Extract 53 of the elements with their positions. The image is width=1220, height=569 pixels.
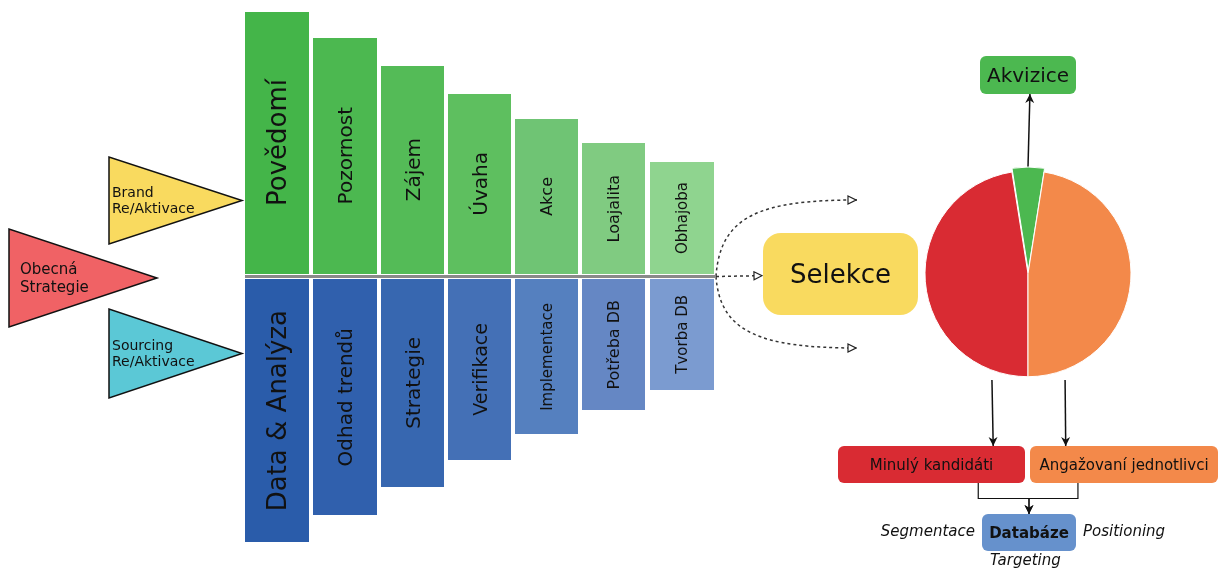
stage-label: Verifikace [468, 323, 491, 416]
stage-label: Pozornost [333, 107, 357, 205]
segment-box: Angažovaní jednotlivci [1030, 446, 1218, 483]
pie-slice [1011, 167, 1045, 271]
stage-label: Potřeba DB [604, 299, 623, 390]
funnel-bar [381, 66, 444, 274]
funnel-bar [650, 279, 714, 390]
side-label: Segmentace [880, 522, 975, 540]
stage-label: Odhad trendů [333, 327, 357, 467]
funnel-bar [313, 279, 377, 515]
funnel-bar [448, 279, 511, 460]
strategy-triangle [8, 228, 158, 328]
funnel-bar [582, 143, 645, 274]
stage-label: Loajalita [604, 174, 623, 243]
process-box: Selekce [763, 233, 918, 315]
side-label: Targeting [990, 551, 1061, 569]
pie-slice [1028, 172, 1131, 377]
stage-label: Obhajoba [673, 181, 691, 255]
strategy-label: Brand Re/Aktivace [112, 183, 196, 218]
arrow [988, 379, 998, 447]
stage-label: Úvaha [467, 152, 492, 216]
arrow [1024, 482, 1079, 515]
pie-slice [925, 172, 1028, 377]
funnel-bar [381, 279, 444, 487]
funnel-bar [515, 279, 578, 434]
stage-label: Povědomí [262, 79, 292, 207]
funnel-bar [313, 38, 377, 274]
side-label: Positioning [1083, 522, 1166, 540]
funnel-bar [582, 279, 645, 410]
strategy-label: Obecná Strategie [20, 260, 90, 296]
strategy-triangle [108, 308, 243, 399]
database-box: Databáze [982, 514, 1076, 551]
arrow [1061, 379, 1071, 447]
stage-label: Akce [537, 177, 556, 216]
stage-label: Tvorba DB [673, 295, 691, 374]
outcome-box: Akvizice [980, 56, 1076, 94]
arrow [715, 195, 858, 278]
strategy-triangle [108, 156, 243, 245]
funnel-bar [448, 94, 511, 274]
arrow [1025, 93, 1035, 168]
funnel-bar [245, 279, 309, 542]
segment-box: Minulý kandidáti [838, 446, 1025, 483]
funnel-bar [650, 162, 714, 274]
arrow [715, 271, 764, 281]
stage-label: Data & Analýza [262, 309, 292, 512]
stage-label: Zájem [400, 138, 425, 202]
funnel-bar [515, 119, 578, 274]
stage-label: Implementace [537, 302, 556, 411]
stage-label: Strategie [400, 337, 425, 429]
funnel-bar [245, 12, 309, 274]
divider-bar [245, 275, 716, 278]
arrow [715, 275, 858, 353]
strategy-label: Sourcing Re/Aktivace [112, 336, 196, 371]
